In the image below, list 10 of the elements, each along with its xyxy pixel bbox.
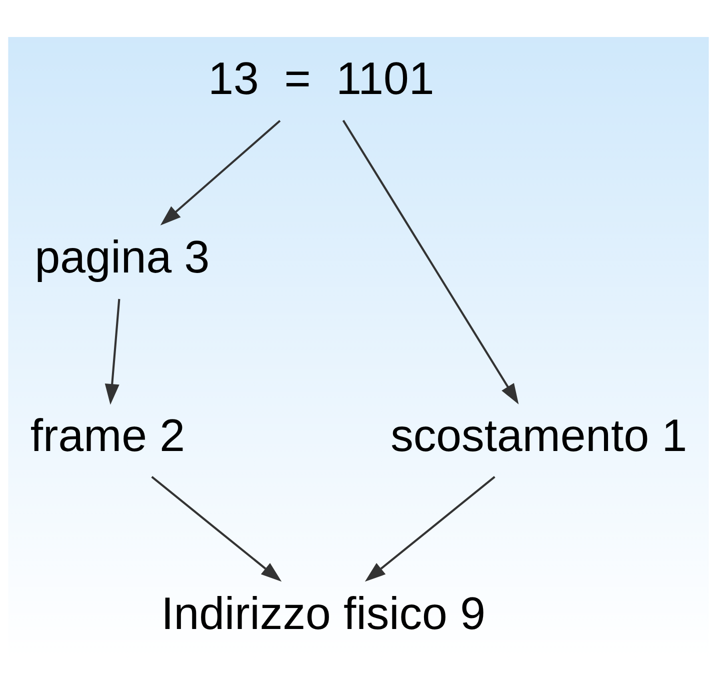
arrow (364, 476, 496, 582)
arrow (342, 119, 519, 404)
node-text: pagina 3 (34, 230, 210, 282)
node-text: 13 = 1101 (208, 52, 434, 104)
arrow (160, 119, 281, 225)
node-text: frame 2 (30, 409, 185, 460)
node-text: Indirizzo fisico 9 (161, 588, 486, 639)
node-text: scostamento 1 (390, 409, 688, 460)
arrow (151, 476, 282, 582)
arrow (104, 298, 120, 404)
